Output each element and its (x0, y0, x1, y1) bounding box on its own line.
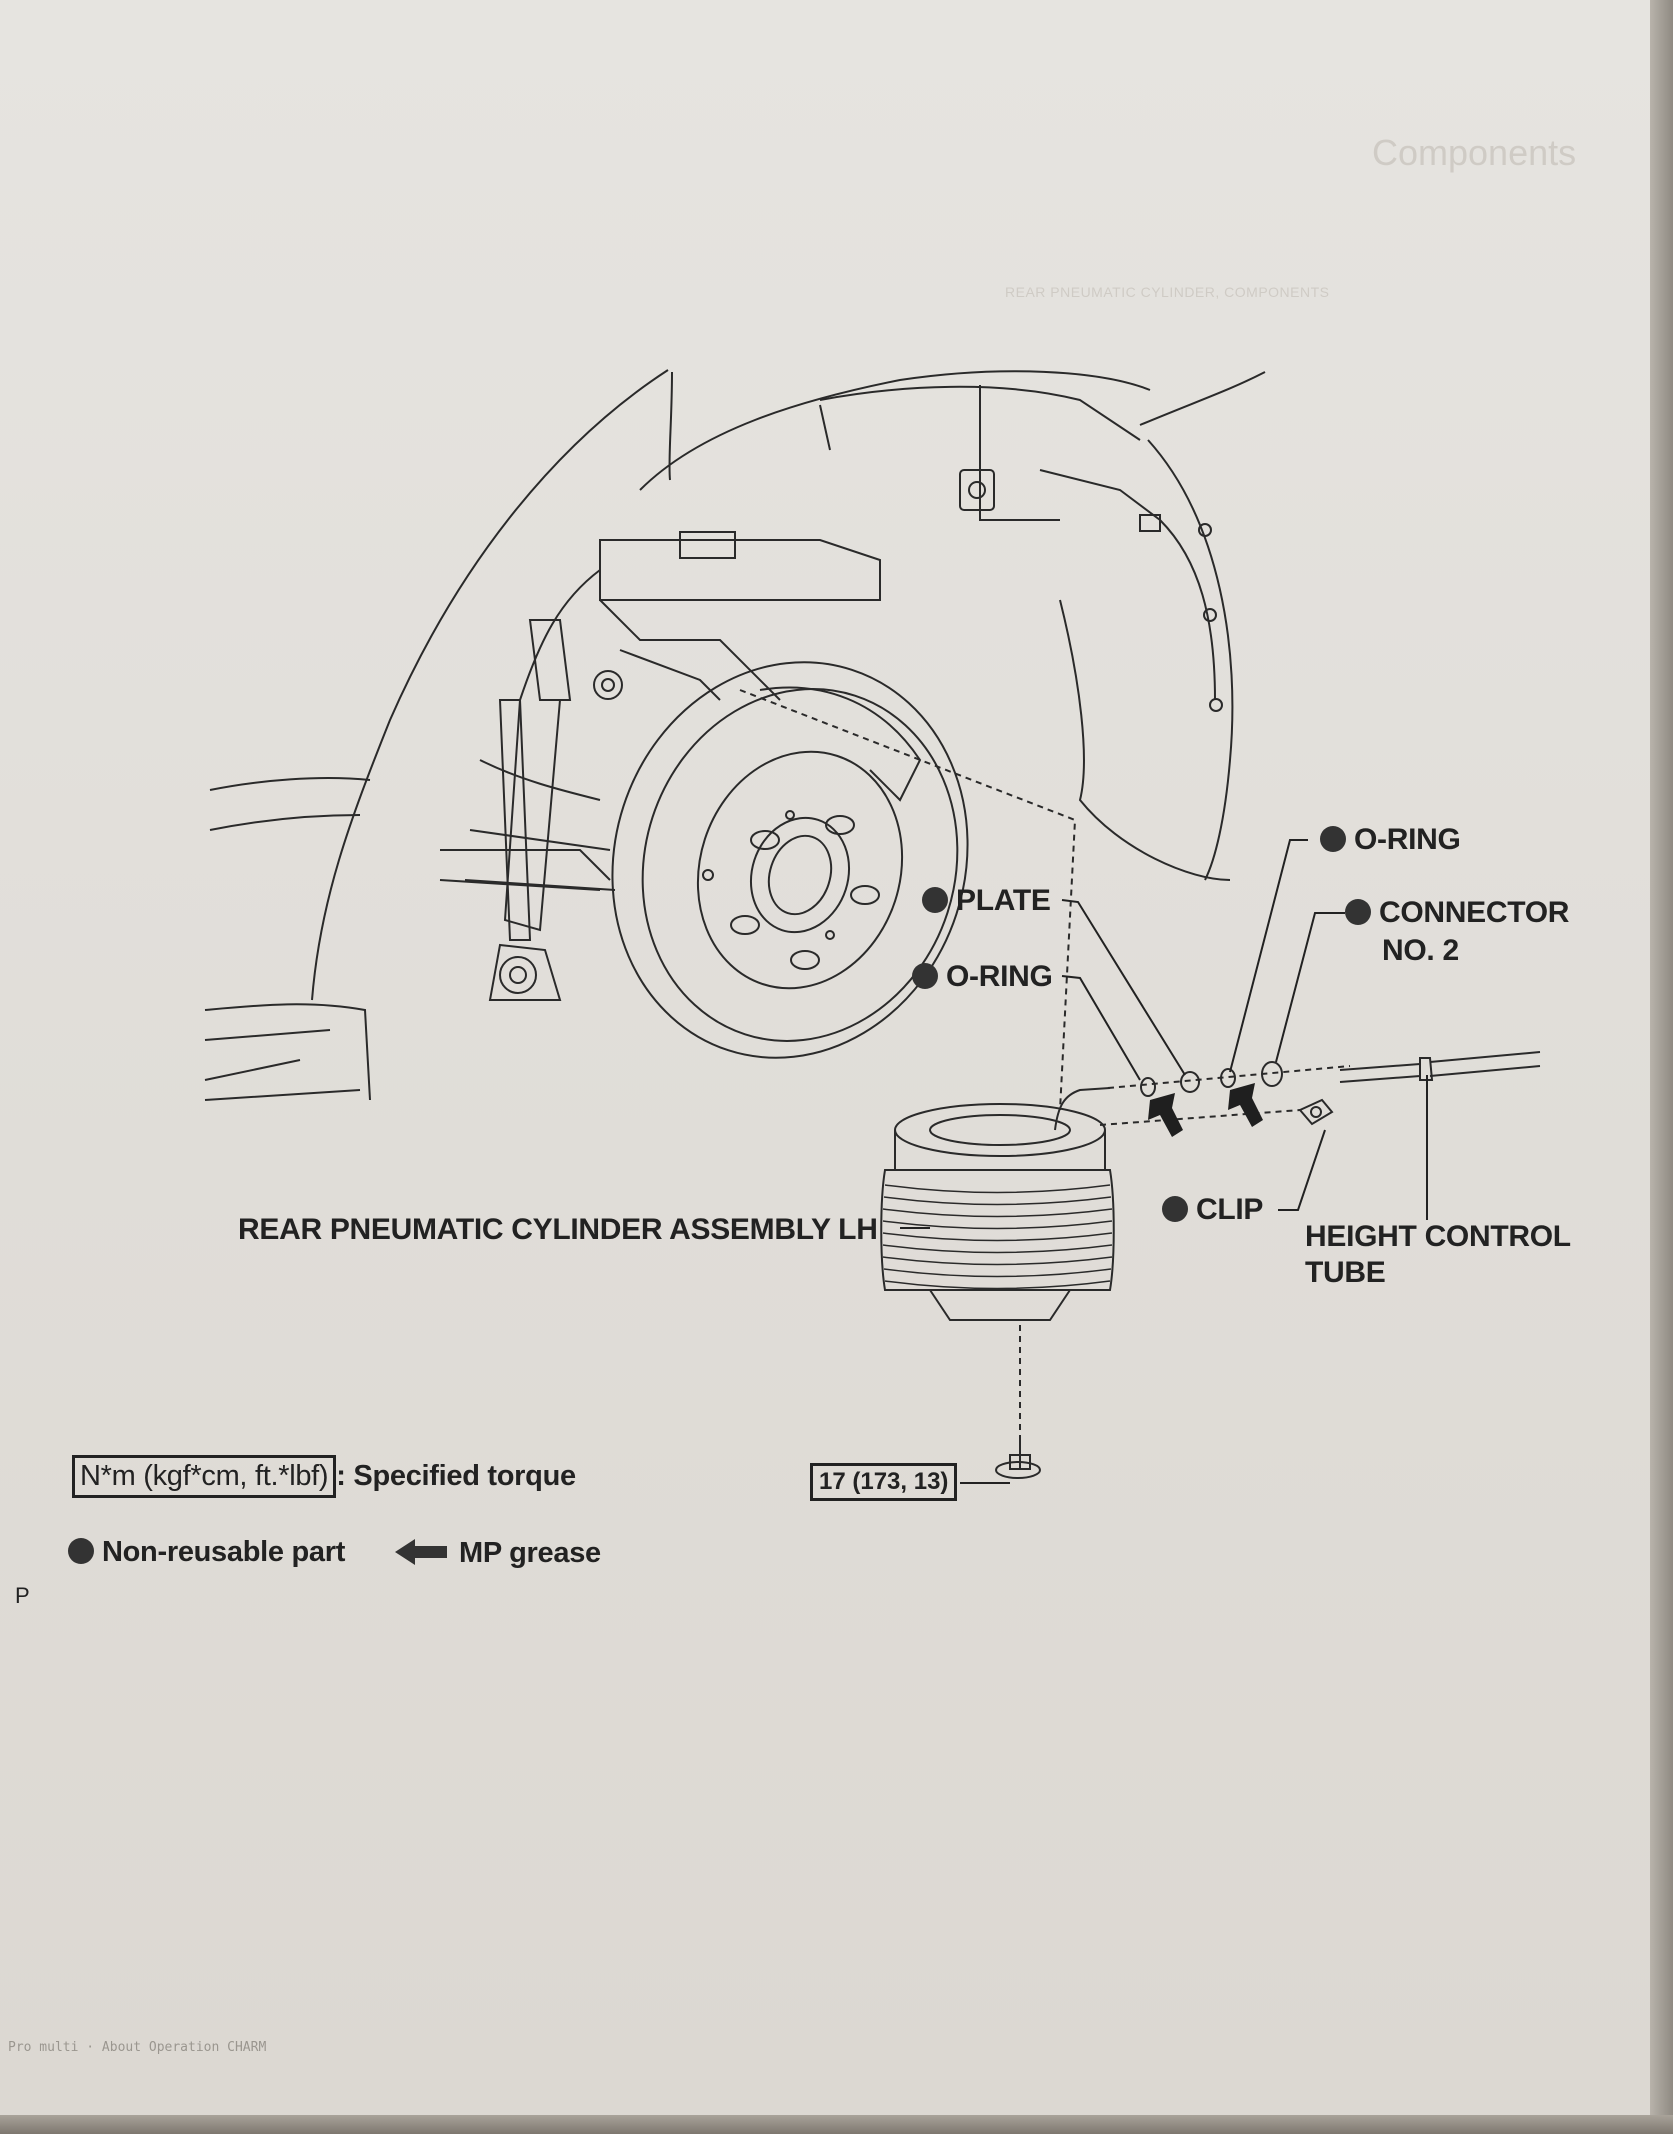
callout-cylinder-assembly: REAR PNEUMATIC CYLINDER ASSEMBLY LH (238, 1213, 878, 1246)
grease-arrow-icon (395, 1539, 447, 1565)
legend-non-reusable: Non-reusable part (68, 1536, 345, 1569)
page-title: Components (1372, 132, 1577, 173)
non-reusable-dot-icon (1320, 826, 1346, 852)
margin-mark: P (15, 1583, 30, 1608)
callout-o-ring-right: O-RING (1320, 823, 1461, 857)
callout-connector-line2: NO. 2 (1382, 934, 1459, 967)
breadcrumb: REAR PNEUMATIC CYLINDER, COMPONENTS (1005, 284, 1330, 300)
non-reusable-dot-icon (922, 887, 948, 913)
torque-spec-box: 17 (173, 13) (810, 1463, 958, 1501)
non-reusable-dot-icon (68, 1538, 94, 1564)
footer-text: Pro multi · About Operation CHARM (8, 2040, 267, 2055)
callout-height-control-tube: HEIGHT CONTROL (1305, 1220, 1571, 1253)
callout-o-ring-left: O-RING (912, 960, 1053, 994)
legend-torque-text: : Specified torque (336, 1460, 576, 1492)
callout-connector: CONNECTOR (1345, 896, 1569, 930)
document-page (0, 0, 1650, 2115)
legend-torque-units: N*m (kgf*cm, ft.*lbf) (72, 1455, 337, 1498)
legend-mp-grease: MP grease (395, 1537, 601, 1570)
legend-torque: N*m (kgf*cm, ft.*lbf): Specified torque (72, 1455, 576, 1498)
non-reusable-dot-icon (1162, 1196, 1188, 1222)
callout-clip: CLIP (1162, 1193, 1263, 1227)
callout-plate: PLATE (922, 884, 1051, 918)
non-reusable-dot-icon (1345, 899, 1371, 925)
callout-height-control-tube-line2: TUBE (1305, 1256, 1386, 1289)
page-edge-right (1650, 0, 1673, 2134)
page-edge-bottom (0, 2115, 1673, 2134)
non-reusable-dot-icon (912, 963, 938, 989)
